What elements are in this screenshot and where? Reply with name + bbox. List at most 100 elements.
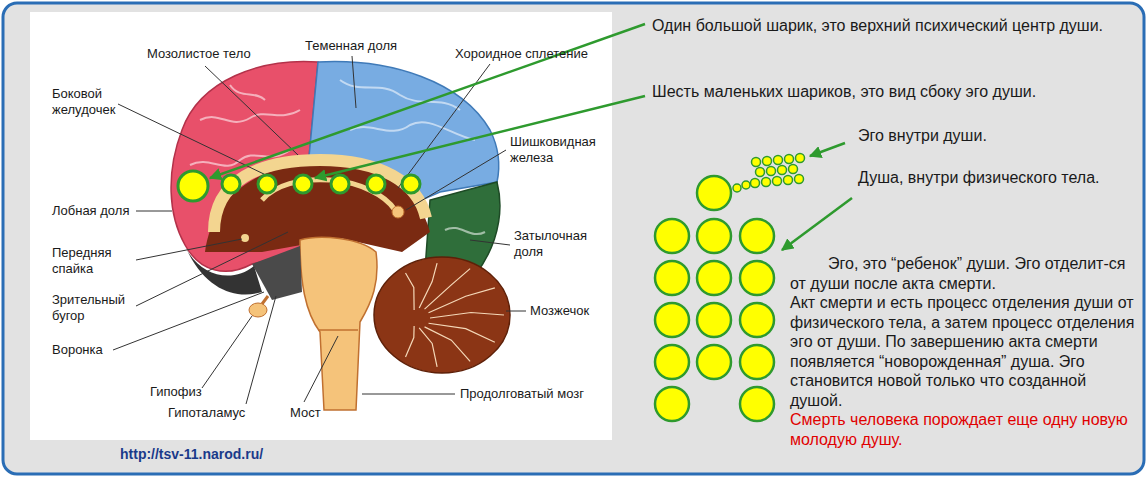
ego-cluster (742, 181, 750, 189)
image-ground (30, 12, 612, 440)
soul-balls (178, 171, 208, 201)
soul-balls (222, 175, 240, 193)
leader-lines (205, 66, 298, 155)
soul-grid (697, 345, 731, 379)
ego-cluster (762, 178, 771, 187)
ego-cluster (752, 158, 761, 167)
leader-lines (113, 56, 526, 404)
note-text: Шесть маленьких шариков, это вид сбоку э… (652, 82, 1036, 101)
part-label: Зрительный бугор (52, 292, 136, 323)
part-label: Мозолистое тело (147, 46, 251, 62)
gyri (350, 122, 475, 140)
folium-line (419, 328, 437, 367)
leader-lines (113, 292, 264, 350)
pons-line (318, 329, 358, 331)
part-label: Гипоталамус (168, 405, 245, 421)
soul-grid (740, 303, 774, 337)
soul-grid (697, 176, 731, 210)
ego-cluster (751, 179, 760, 188)
part-label: Затылочная доля (514, 228, 604, 259)
part-label: Боковой желудочек (52, 86, 134, 117)
folium-line (429, 288, 495, 313)
leader-lines (304, 336, 338, 402)
soul-balls (258, 175, 276, 193)
soul-grid (655, 261, 689, 295)
note-paragraph: Акт смерти и есть процесс отделения души… (790, 293, 1135, 410)
leader-lines (352, 56, 356, 108)
soul-grid (697, 219, 731, 253)
ego-cluster (774, 156, 783, 165)
green-arrows (810, 143, 845, 156)
note-paragraph: Эго, это “ребенок” души. Эго отделит-ся … (790, 254, 1135, 293)
green-arrows (782, 198, 852, 250)
part-label: Мост (290, 405, 321, 421)
base (186, 248, 262, 295)
part-label: Воронка (52, 342, 103, 358)
folium-line (425, 269, 471, 309)
soul-balls (294, 175, 312, 193)
leader-lines (136, 239, 242, 260)
ego-cluster (784, 176, 793, 185)
note-text: Один большой шарик, это верхний психичес… (652, 16, 1107, 35)
soul-grid (740, 387, 774, 421)
ego-cluster (733, 184, 741, 192)
soul-grid (655, 387, 689, 421)
gyri (200, 110, 300, 122)
notes-block: Эго, это “ребенок” души. Эго отделит-ся … (790, 254, 1135, 449)
leader-lines (470, 240, 510, 245)
ego-cluster (767, 167, 776, 176)
brainstem (300, 237, 377, 410)
soul-grid (655, 303, 689, 337)
cerebellum-folia (406, 263, 504, 367)
part-label: Хороидное сплетение (455, 46, 588, 62)
ego-cluster (733, 154, 805, 193)
soul-grid (740, 345, 774, 379)
pineal-gland (392, 206, 404, 218)
ego-cluster (778, 166, 787, 175)
soul-grid (655, 345, 689, 379)
soul-balls (402, 175, 420, 193)
folium-line (406, 326, 415, 357)
ego-cluster (796, 154, 805, 163)
ego-cluster (785, 155, 794, 164)
part-label: Шишковидная железа (510, 134, 605, 165)
leader-lines (202, 316, 252, 388)
soul-grid (740, 219, 774, 253)
gyri (445, 228, 485, 234)
url-watermark: http://tsv-11.narod.ru/ (120, 446, 263, 463)
note-emphasis: Смерть человека порождает еще одну новую… (790, 410, 1135, 449)
soul-grid (697, 303, 731, 337)
part-label: Продолговатый мозг (460, 386, 584, 402)
folium-line (406, 273, 415, 310)
pituitary (249, 303, 267, 317)
folium-line (429, 323, 495, 342)
part-label: Передняя спайка (52, 245, 136, 276)
soul-grid (655, 176, 774, 421)
green-arrows (315, 96, 645, 178)
note-text: Душа, внутри физического тела. (858, 168, 1099, 187)
note-text: Эго внутри души. (858, 126, 987, 145)
leader-lines (362, 394, 455, 395)
ego-cluster (756, 168, 765, 177)
leader-lines (406, 150, 506, 210)
green-arrows (210, 24, 645, 178)
ego-cluster (795, 175, 804, 184)
leader-lines (136, 232, 288, 306)
soul-balls (331, 175, 349, 193)
soul-grid (655, 219, 689, 253)
ego-cluster (773, 177, 782, 186)
gyri (230, 85, 265, 100)
anterior-commissure (241, 234, 249, 242)
panel (3, 3, 1144, 474)
folium-line (430, 313, 504, 319)
brain (171, 62, 510, 410)
folium-line (419, 263, 437, 308)
leader-lines (246, 296, 276, 404)
corpus-callosum (214, 160, 426, 232)
folium-line (425, 327, 471, 361)
part-label: Теменная доля (305, 38, 397, 54)
leader-lines (506, 311, 526, 312)
infundibulum (262, 296, 268, 304)
soul-grid (740, 261, 774, 295)
